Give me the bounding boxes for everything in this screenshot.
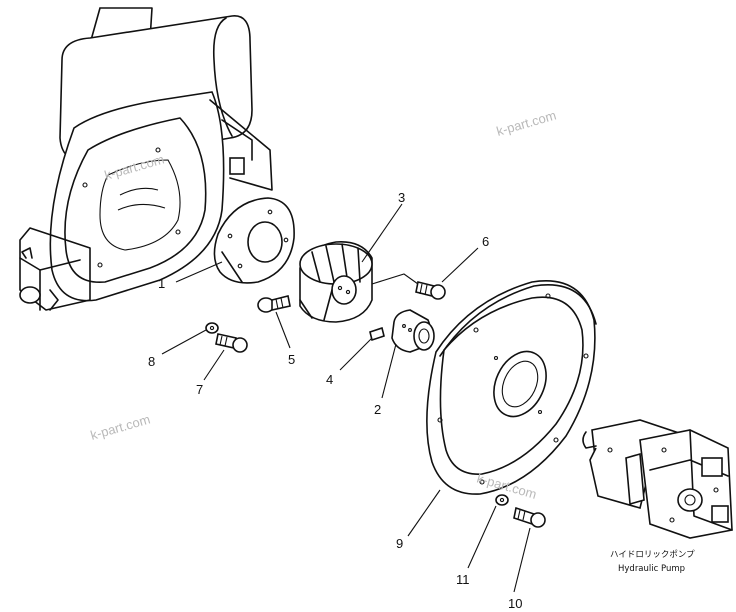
watermark-2: k-part.com — [495, 108, 558, 139]
callout-1: 1 — [158, 276, 165, 291]
part-coupling-hub — [391, 309, 435, 353]
leader-7 — [203, 349, 225, 381]
leader-6 — [441, 247, 479, 283]
part-bolt-6 — [415, 281, 446, 300]
part-adapter-plate — [213, 197, 295, 284]
part-washer-11 — [495, 494, 509, 506]
leader-4 — [339, 337, 373, 371]
callout-6: 6 — [482, 234, 489, 249]
part-bolt-5 — [257, 295, 291, 313]
part-bolt-10 — [513, 506, 546, 528]
leader-3b — [371, 273, 419, 285]
callout-2: 2 — [374, 402, 381, 417]
part-set-screw — [369, 326, 385, 342]
leader-9 — [407, 489, 441, 537]
leader-11 — [467, 505, 497, 569]
engine-housing — [19, 7, 273, 311]
leader-8 — [161, 329, 207, 355]
watermark-3: k-part.com — [89, 412, 152, 443]
leader-3 — [361, 203, 403, 263]
callout-numbers: 1 2 3 4 5 6 7 8 9 10 11 — [148, 190, 522, 611]
leader-10 — [513, 527, 531, 593]
leader-lines — [161, 203, 531, 593]
part-coupling-element — [299, 241, 373, 323]
leader-2 — [381, 343, 397, 399]
pump-caption-japanese: ハイドロリックポンプ — [610, 550, 695, 560]
part-bolt-7 — [215, 333, 248, 353]
part-washer-8 — [205, 322, 219, 334]
callout-7: 7 — [196, 382, 203, 397]
leader-1 — [175, 261, 223, 283]
callout-3: 3 — [398, 190, 405, 205]
pump-caption-english: Hydraulic Pump — [618, 564, 685, 574]
callout-9: 9 — [396, 536, 403, 551]
leader-5 — [275, 311, 291, 349]
callout-4: 4 — [326, 372, 333, 387]
callout-10: 10 — [508, 596, 522, 611]
part-flywheel-plate — [426, 280, 597, 495]
callout-8: 8 — [148, 354, 155, 369]
hydraulic-pump — [582, 419, 733, 539]
callout-11: 11 — [456, 572, 470, 587]
callout-5: 5 — [288, 352, 295, 367]
